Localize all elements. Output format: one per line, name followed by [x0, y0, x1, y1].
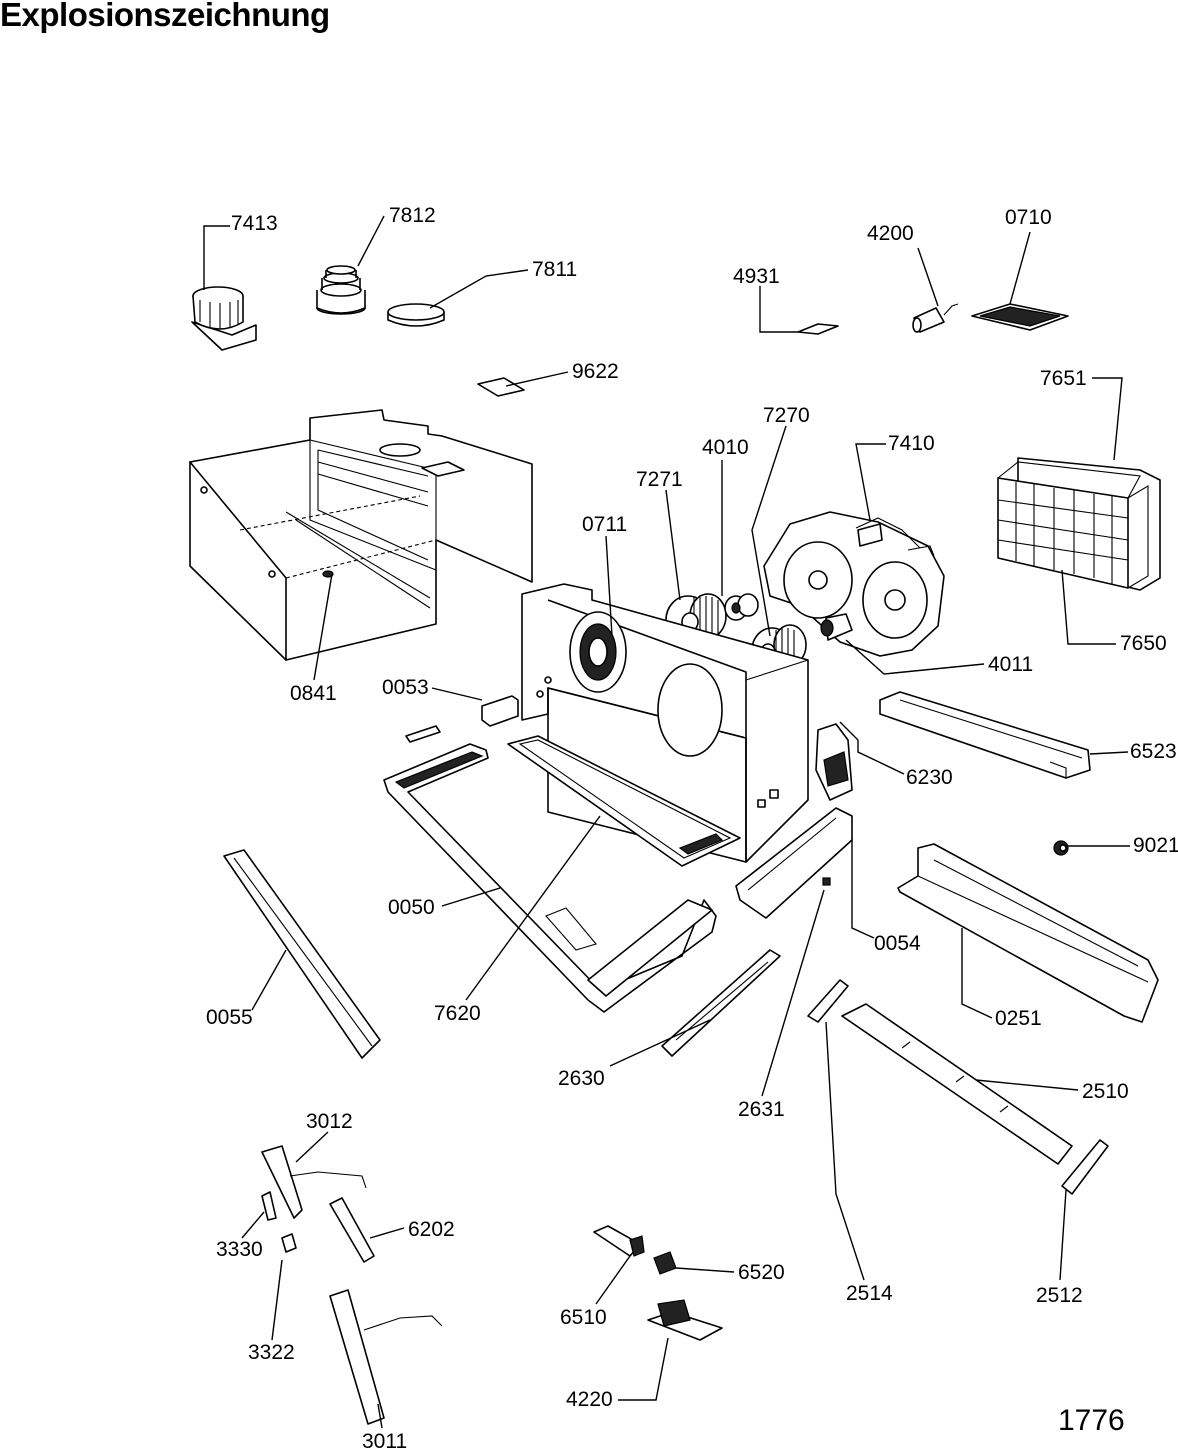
callout-label: 2510 [1082, 1080, 1129, 1103]
part-2514-shape [807, 979, 849, 1023]
callout-label: 2631 [738, 1098, 785, 1121]
part-0710-shape [971, 303, 1069, 331]
main-frame-shape [521, 583, 809, 863]
part-0050-shape [383, 743, 717, 1013]
callout-label: 4200 [867, 222, 914, 245]
callout-label: 7271 [636, 468, 683, 491]
part-6523-shape [879, 691, 1091, 779]
callout-label: 6202 [408, 1218, 455, 1241]
callout-label: 0050 [388, 896, 435, 919]
part-6510-shape [593, 1225, 645, 1257]
part-0251-shape [897, 843, 1159, 1023]
callout-label: 3330 [216, 1238, 263, 1261]
callout-label: 6523 [1130, 740, 1177, 763]
callout-label: 0711 [582, 513, 627, 536]
part-4010-shape [724, 593, 759, 621]
callout-label: 0251 [995, 1007, 1042, 1030]
part-7620-shape [507, 735, 741, 867]
callout-label: 7620 [434, 1002, 481, 1025]
callout-label: 7811 [532, 258, 577, 281]
part-7811-shape [387, 303, 445, 327]
part-6230-shape [815, 723, 853, 801]
callout-label: 0055 [206, 1006, 253, 1029]
part-2510-shape [841, 1003, 1073, 1165]
callout-label: 2512 [1036, 1284, 1083, 1307]
part-0055-shape [223, 849, 381, 1059]
callout-label: 7410 [888, 432, 935, 455]
part-7410-shape [763, 511, 945, 657]
callout-label: 7270 [763, 404, 810, 427]
callout-label: 4931 [733, 265, 780, 288]
part-4931-shape [797, 323, 839, 335]
callout-label: 2514 [846, 1282, 893, 1305]
part-7812-shape [316, 265, 366, 315]
callout-label: 7812 [389, 204, 436, 227]
callout-labels: 7413 7812 7811 4931 4200 0710 9622 7651 … [206, 204, 1178, 1449]
part-6520-shape [653, 1251, 677, 1275]
drawing-number: 1776 [1058, 1404, 1125, 1437]
part-9622-shape [477, 377, 525, 397]
part-3011-shape [329, 1289, 443, 1425]
part-4200-shape [912, 303, 959, 333]
callout-label: 9622 [572, 360, 619, 383]
callout-label: 0053 [382, 676, 429, 699]
part-6202-shape [329, 1197, 375, 1263]
part-7413-shape [191, 286, 257, 351]
callout-label: 0841 [290, 682, 337, 705]
part-3322-shape [281, 1233, 297, 1253]
part-7650-7651-shape [997, 457, 1161, 591]
callout-label: 6230 [906, 766, 953, 789]
callout-label: 4220 [566, 1388, 613, 1411]
callout-label: 0710 [1005, 206, 1052, 229]
callout-label: 7650 [1120, 632, 1167, 655]
callout-label: 4011 [988, 653, 1033, 676]
callout-label: 3012 [306, 1110, 353, 1133]
callout-label: 0054 [874, 932, 921, 955]
part-0053-shape [481, 695, 519, 727]
part-4220-shape [647, 1299, 723, 1341]
callout-label: 3322 [248, 1341, 295, 1364]
page-title: Explosionszeichnung [0, 0, 330, 33]
callout-label: 6520 [738, 1261, 785, 1284]
part-3012-shape [261, 1145, 367, 1219]
leader-lines [203, 215, 1130, 1429]
callout-label: 7413 [231, 212, 278, 235]
callout-label: 7651 [1040, 367, 1087, 390]
callout-label: 9021 [1133, 834, 1178, 857]
part-2512-shape [1061, 1139, 1109, 1195]
part-3330-shape [261, 1191, 277, 1221]
callout-label: 6510 [560, 1306, 607, 1329]
part-2630-shape [661, 949, 781, 1057]
callout-label: 4010 [702, 436, 749, 459]
part-small-clip-shape [405, 725, 441, 743]
callout-label: 2630 [558, 1067, 605, 1090]
part-9021-shape [1053, 840, 1069, 856]
part-2631-shape [822, 877, 831, 886]
callout-label: 3011 [362, 1430, 407, 1449]
housing-shape [189, 409, 533, 661]
